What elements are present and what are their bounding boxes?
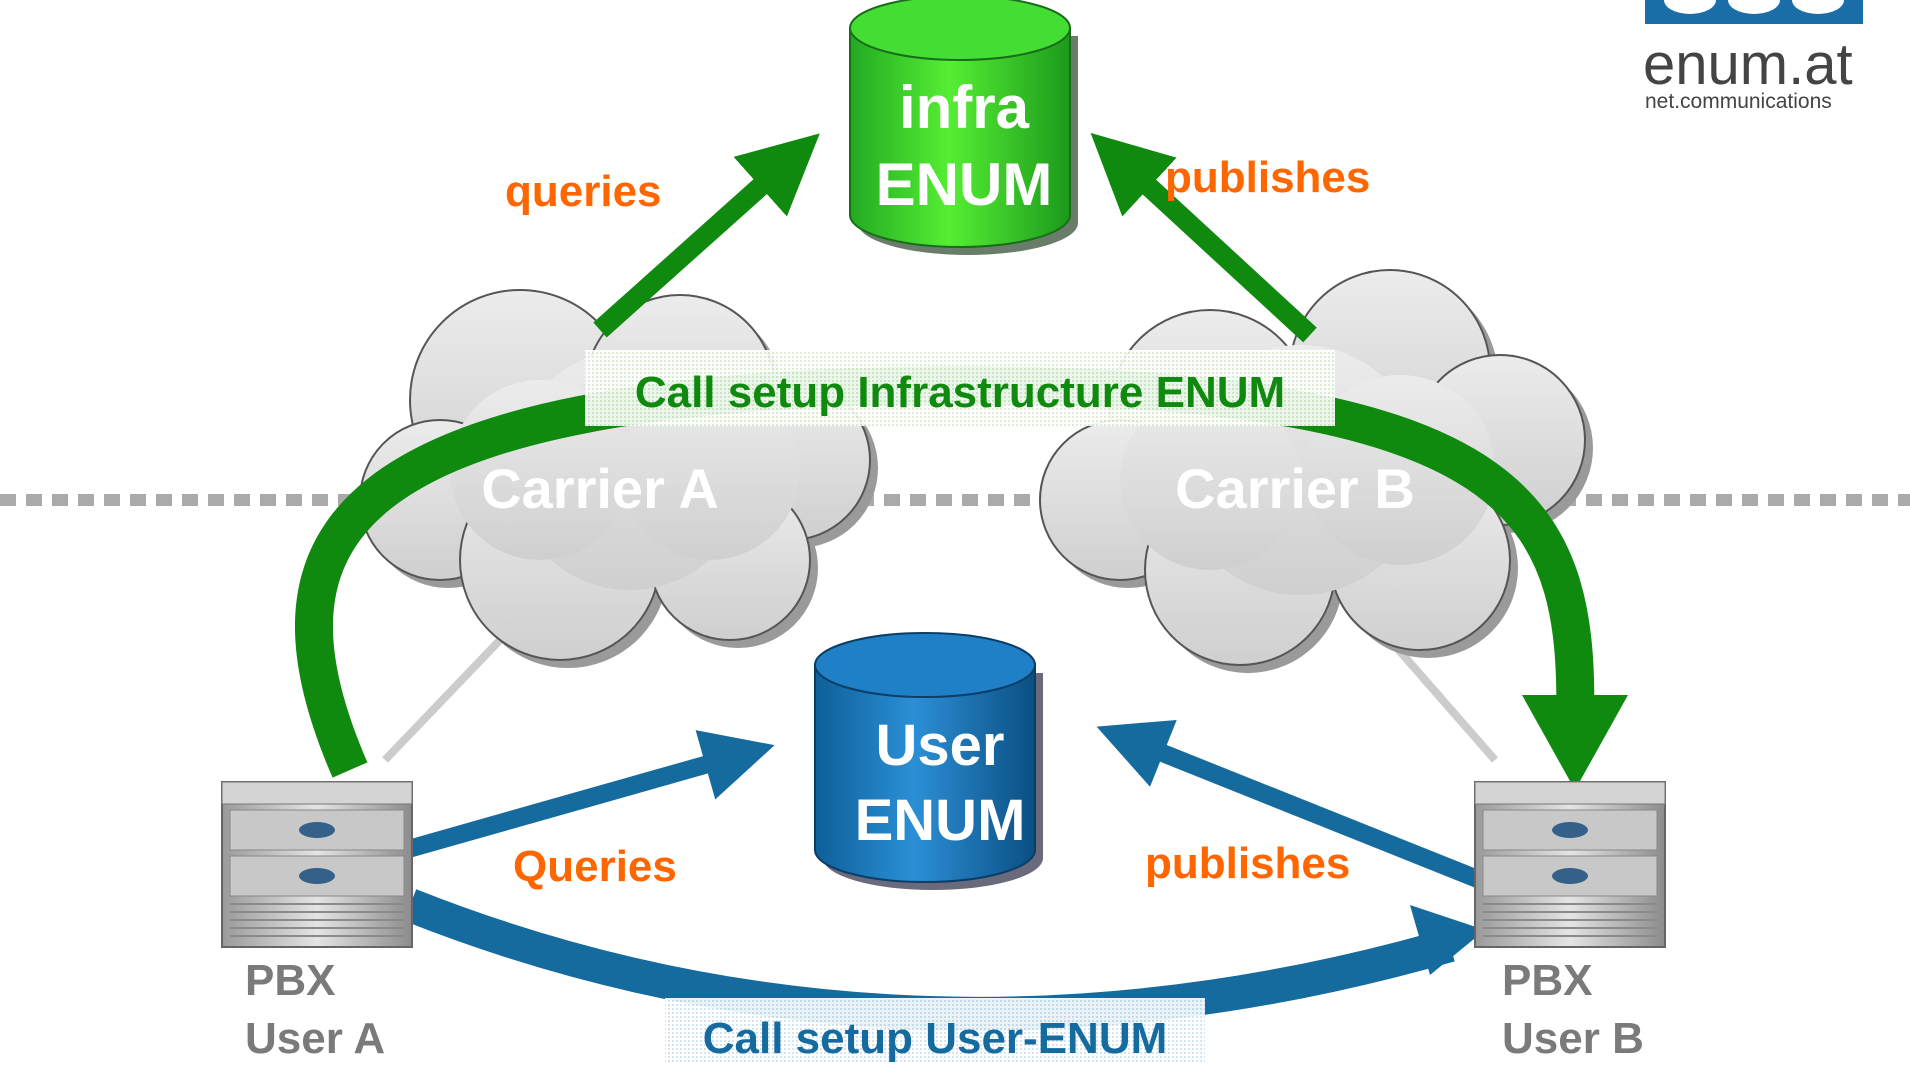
infra-enum-database: [849, 0, 1078, 255]
user-enum-label-line1: User: [876, 713, 1005, 778]
call-setup-infra-arrowhead: [1522, 695, 1628, 790]
infra-enum-label-line1: infra: [899, 74, 1030, 141]
user-publishes-label: publishes: [1145, 839, 1350, 888]
pbx-a-label-line1: PBX: [245, 956, 335, 1005]
pbx-b-server: [1474, 781, 1666, 948]
user-enum-label-line2: ENUM: [855, 788, 1026, 853]
call-setup-infra-label: Call setup Infrastructure ENUM: [635, 368, 1285, 417]
infra-queries-label: queries: [505, 167, 662, 216]
call-setup-user-arc: [403, 889, 1455, 1031]
call-setup-user-label-bg: [665, 998, 1205, 1064]
connector-b: [1386, 637, 1499, 763]
infra-publishes-arrow: [1090, 132, 1317, 343]
logo-name: enum.at: [1643, 32, 1853, 97]
pbx-b-label-line1: PBX: [1502, 956, 1592, 1005]
pbx-b-label-line2: User B: [1502, 1014, 1644, 1063]
call-setup-infra-label-bg: [585, 350, 1335, 426]
logo-tagline: net.communications: [1645, 90, 1832, 113]
infra-queries-arrow: [593, 133, 820, 338]
carrier-a-label: Carrier A: [481, 457, 719, 520]
infra-publishes-label: publishes: [1165, 153, 1370, 202]
user-publishes-arrow: [1096, 719, 1484, 889]
call-setup-user-label: Call setup User-ENUM: [703, 1014, 1168, 1063]
call-setup-user-arrowhead: [1410, 905, 1485, 975]
pbx-a-server: [221, 781, 413, 948]
user-queries-label: Queries: [513, 842, 677, 891]
infra-enum-label-line2: ENUM: [876, 151, 1053, 218]
enum-at-logo: enum.at net.communications: [1643, 0, 1863, 113]
user-queries-arrow: [402, 730, 775, 859]
pbx-a-label-line2: User A: [245, 1014, 385, 1063]
user-enum-database: [814, 632, 1043, 890]
connector-a: [382, 637, 503, 763]
carrier-b-cloud: [1039, 269, 1593, 673]
carrier-b-label: Carrier B: [1175, 457, 1415, 520]
